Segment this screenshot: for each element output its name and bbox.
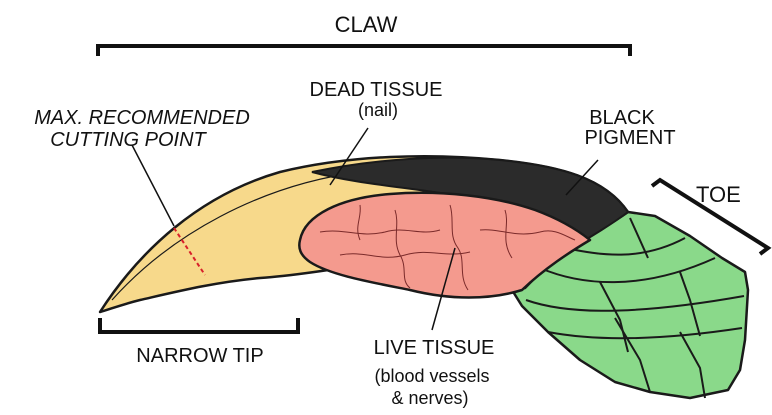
live-tissue-label: LIVE TISSUE: [374, 337, 495, 359]
cut-point-pointer: [132, 145, 174, 226]
black-pigment-label-line1: BLACK: [589, 107, 655, 129]
claw-label: CLAW: [335, 12, 398, 37]
max-cut-label-line1: MAX. RECOMMENDED: [34, 107, 250, 129]
dead-tissue-note: (nail): [358, 100, 398, 120]
narrow-tip-bracket: [100, 318, 298, 332]
live-tissue-note-line1: (blood vessels: [374, 366, 489, 386]
dead-tissue-label: DEAD TISSUE: [310, 79, 443, 101]
live-tissue-note-line2: & nerves): [391, 388, 468, 408]
max-cut-label-line2: CUTTING POINT: [50, 129, 207, 151]
toe-label: TOE: [696, 182, 741, 207]
black-pigment-label-line2: PIGMENT: [584, 127, 675, 149]
claw-bracket: [98, 46, 630, 56]
narrow-tip-label: NARROW TIP: [136, 345, 263, 367]
